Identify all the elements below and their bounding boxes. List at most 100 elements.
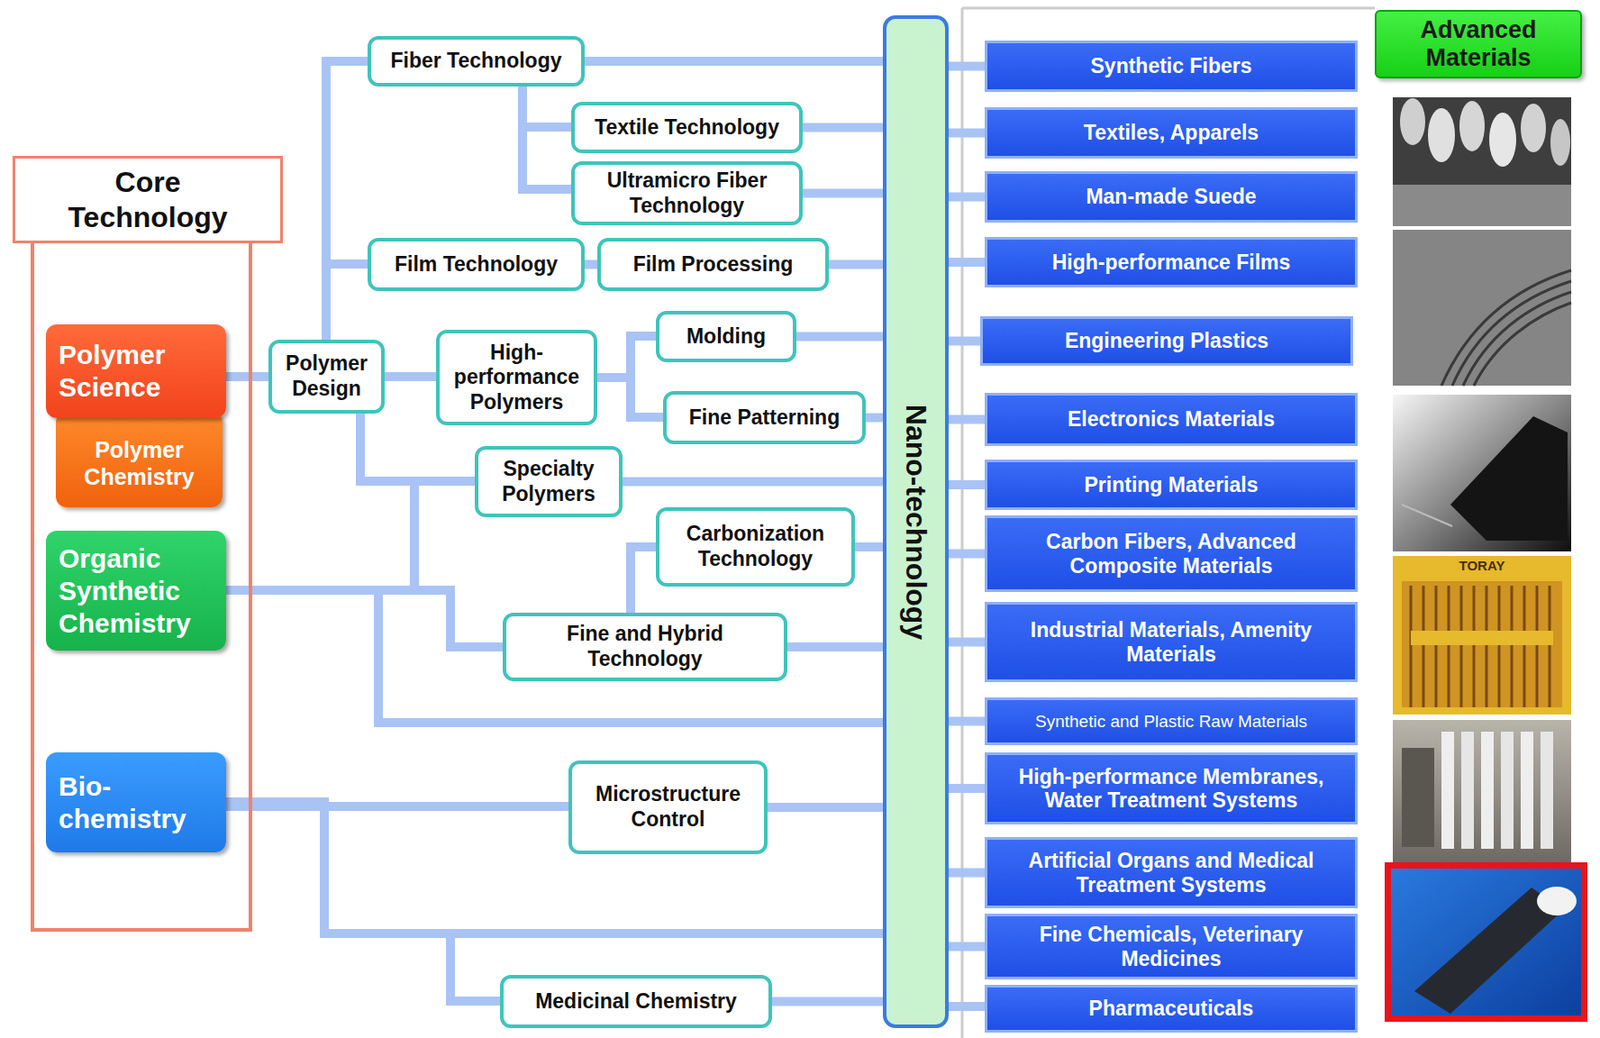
connector — [948, 480, 985, 490]
fiber-sem-photo — [1520, 103, 1546, 153]
connector — [948, 336, 981, 346]
laptop-photo — [1401, 504, 1453, 527]
box-label: Organic Synthetic Chemistry — [58, 542, 214, 640]
box-label: Electronics Materials — [1067, 407, 1275, 431]
product-box: Man-made Suede — [984, 171, 1358, 223]
box-label: Fine Patterning — [689, 405, 840, 431]
box-label: Molding — [686, 324, 766, 350]
box-label: Carbonization Technology — [668, 521, 843, 572]
box-label: High-performance Membranes, Water Treatm… — [994, 764, 1348, 813]
connector — [772, 997, 883, 1007]
box-label: Man-made Suede — [1085, 184, 1256, 209]
fiber-sem-photo — [1392, 97, 1572, 227]
connector — [948, 128, 985, 138]
box-label: Pharmaceuticals — [1089, 996, 1255, 1020]
box-label: Bio- chemistry — [58, 770, 214, 836]
membrane-plant-photo — [1401, 747, 1435, 847]
box-label: Textile Technology — [594, 115, 780, 141]
membrane-sheet-photo — [1536, 886, 1577, 916]
highlight-frame — [1388, 865, 1585, 1019]
technology-box: Microstructure Control — [568, 760, 768, 855]
connector — [948, 549, 985, 559]
composite-panel-photo — [1410, 585, 1550, 708]
membrane-plant-photo — [1461, 731, 1474, 849]
product-box: Engineering Plastics — [980, 316, 1354, 366]
core-technology-box: Polymer Science — [45, 324, 227, 419]
box-label: Printing Materials — [1084, 472, 1259, 497]
fiber-sem-photo — [1459, 100, 1485, 152]
membrane-plant-photo — [1392, 719, 1572, 863]
group-heading-box: Core Technology — [12, 155, 283, 244]
fiber-sem-photo — [1427, 108, 1455, 163]
box-label: Polymer Science — [58, 338, 214, 404]
nanotube-tem-photo — [1392, 229, 1572, 386]
box-label: Industrial Materials, Amenity Materials — [994, 618, 1348, 666]
panel-frame — [962, 7, 1375, 10]
box-label: Textiles, Apparels — [1083, 120, 1259, 145]
logo-label: TORAY — [1459, 557, 1506, 573]
product-box: Pharmaceuticals — [984, 984, 1358, 1033]
connector — [326, 263, 368, 340]
technology-box: Molding — [655, 310, 797, 363]
box-label: Specialty Polymers — [487, 456, 610, 507]
connector — [948, 192, 985, 202]
membrane-sheet-photo — [1387, 864, 1584, 1019]
logo-label-holder: TORAY — [1392, 557, 1572, 574]
band-label: Nano-technology — [899, 403, 933, 639]
connector — [948, 415, 985, 425]
box-label: High-performance Films — [1052, 250, 1291, 274]
connector — [948, 62, 985, 72]
connector — [630, 546, 656, 613]
connector — [384, 372, 437, 382]
connector — [865, 413, 883, 423]
connector — [854, 542, 883, 552]
box-label: Polymer Design — [281, 351, 373, 401]
nanotechnology-band: Nano-technology — [882, 15, 949, 1028]
product-box: Synthetic and Plastic Raw Materials — [984, 697, 1358, 746]
product-box: Industrial Materials, Amenity Materials — [984, 601, 1358, 682]
composite-panel-photo — [1410, 630, 1554, 646]
box-label: Artificial Organs and Medical Treatment … — [994, 848, 1348, 897]
panel-frame — [961, 8, 964, 1038]
connector — [828, 260, 883, 270]
laptop-photo — [1450, 416, 1568, 541]
composite-panel-photo — [1401, 581, 1563, 708]
product-box: Printing Materials — [984, 459, 1358, 510]
box-label: Film Technology — [394, 252, 558, 278]
connector — [522, 86, 572, 190]
product-box: Artificial Organs and Medical Treatment … — [984, 836, 1358, 909]
technology-box: High- performance Polymers — [436, 329, 598, 426]
connector — [767, 802, 883, 812]
box-label: Carbon Fibers, Advanced Composite Materi… — [994, 529, 1348, 578]
product-box: Carbon Fibers, Advanced Composite Materi… — [984, 515, 1358, 592]
product-box: Fine Chemicals, Veterinary Medicines — [984, 913, 1358, 980]
connector — [226, 372, 269, 382]
connector — [948, 942, 985, 952]
membrane-plant-photo — [1540, 731, 1554, 849]
membrane-plant-photo — [1441, 731, 1455, 849]
box-label: Advanced Materials — [1383, 16, 1573, 73]
box-label: Synthetic Fibers — [1090, 54, 1253, 78]
connector — [787, 642, 883, 652]
section-header: Advanced Materials — [1374, 9, 1582, 79]
product-box: Synthetic Fibers — [984, 40, 1358, 92]
technology-box: Specialty Polymers — [474, 445, 623, 518]
connector — [226, 590, 503, 647]
connector — [948, 257, 985, 267]
box-label: Fine and Hybrid Technology — [515, 621, 775, 672]
box-label: Microstructure Control — [581, 781, 755, 832]
fiber-sem-photo — [1489, 112, 1517, 167]
core-technology-box: Organic Synthetic Chemistry — [45, 530, 227, 651]
connector — [597, 377, 664, 418]
connector — [948, 783, 985, 793]
connector — [796, 332, 883, 342]
membrane-plant-photo — [1500, 731, 1514, 849]
membrane-plant-photo — [1520, 731, 1534, 849]
connector — [597, 336, 656, 378]
product-box: Electronics Materials — [984, 392, 1358, 446]
connector — [226, 801, 500, 1001]
box-label: Film Processing — [633, 252, 794, 278]
connector — [948, 717, 985, 727]
technology-box: Fine and Hybrid Technology — [502, 612, 788, 682]
